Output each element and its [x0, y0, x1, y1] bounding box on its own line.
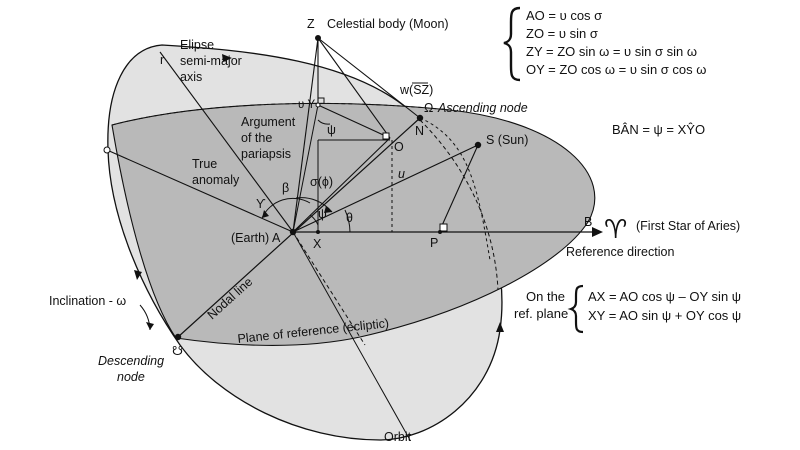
theta-arc [344, 209, 351, 233]
plane-back-edge [111, 102, 451, 126]
dashed-n-curve [419, 117, 491, 261]
point-x [316, 230, 320, 234]
brace-top [503, 6, 521, 82]
reference-arrow [592, 227, 603, 237]
brace-bottom [567, 284, 584, 334]
line-a-z [292, 37, 319, 233]
beta-arrow [262, 210, 269, 218]
line-y-o [317, 104, 391, 139]
label-z: Z [307, 17, 315, 31]
label-psi-lower: ψ [318, 207, 327, 221]
label-psi-upper: ψ [327, 123, 336, 137]
reference-plane [111, 102, 596, 346]
point-s [474, 141, 482, 149]
label-ascending-symbol: Ω [424, 101, 433, 115]
point-true-anomaly [103, 146, 111, 154]
inclination-arrow [146, 322, 154, 330]
equation-heading-2: ref. plane [514, 306, 568, 321]
label-true-1: True [192, 157, 217, 171]
equation-top-2: ZO = υ sin σ [526, 26, 598, 41]
point-n [416, 114, 424, 122]
point-a [289, 228, 297, 236]
label-o: O [394, 140, 404, 154]
label-r: r [160, 53, 164, 67]
label-inclination: Inclination - ω [49, 294, 126, 308]
orbit-arrow-top [222, 54, 232, 62]
equation-bottom-2: XY = AO sin ψ + OY cos ψ [588, 308, 741, 323]
label-s-sun: S (Sun) [486, 133, 528, 147]
label-descending-2: node [117, 370, 145, 384]
label-celestial-body: Celestial body (Moon) [327, 17, 449, 31]
psi-upper-arc [317, 119, 331, 125]
label-u: u [398, 167, 405, 181]
axis-dashed [292, 231, 366, 346]
label-argument-2: of the [241, 131, 272, 145]
point-descending [174, 333, 182, 341]
point-p [438, 230, 442, 234]
label-earth-a: (Earth) A [231, 231, 281, 245]
right-angle-y [318, 97, 325, 104]
equation-top-4: OY = ZO cos ω = υ sin σ cos ω [526, 62, 706, 77]
right-angle-p [439, 223, 448, 232]
label-n: N [415, 124, 424, 138]
label-orbit: Orbit [384, 430, 412, 444]
label-x: X [313, 237, 322, 251]
equation-heading-1: On the [526, 289, 565, 304]
equation-top-1: AO = υ cos σ [526, 8, 602, 23]
label-w-sz: w(SZ) [399, 83, 433, 97]
line-z-o [317, 37, 391, 139]
label-descending-1: Descending [98, 354, 164, 368]
axis-extension [292, 231, 411, 441]
line-s-p [439, 144, 479, 231]
equation-top-3: ZY = ZO sin ω = υ sin σ sin ω [526, 44, 697, 59]
aries-icon: ♈ [604, 214, 627, 244]
label-ellipse-1: Elipse [180, 38, 214, 52]
label-beta: β [282, 181, 289, 195]
label-argument-3: pariapsis [241, 147, 291, 161]
label-reference-direction: Reference direction [566, 245, 674, 259]
label-b: B [584, 215, 592, 229]
label-aries-small: ϒ [256, 197, 266, 211]
line-a-y [292, 104, 319, 233]
point-y [315, 102, 321, 108]
label-argument-1: Argument [241, 115, 296, 129]
label-upsilon-y: υ Y [298, 99, 315, 111]
label-ascending-node: Ascending node [437, 101, 528, 115]
line-a-s [292, 144, 479, 233]
label-ellipse-3: axis [180, 70, 202, 84]
sigma-arrow [324, 206, 332, 213]
point-z [315, 35, 321, 41]
semi-major-axis-line [159, 51, 294, 233]
line-z-n [317, 37, 421, 119]
orbit-arrow-right [496, 322, 504, 332]
true-anomaly-line [106, 149, 294, 233]
psi-lower-arc [309, 214, 319, 226]
nodal-line [177, 117, 421, 338]
right-angle-o [382, 132, 390, 140]
label-theta: θ [346, 211, 353, 225]
label-p: P [430, 236, 438, 250]
equation-bottom-1: AX = AO cos ψ – OY sin ψ [588, 289, 741, 304]
label-ellipse-2: semi-major [180, 54, 242, 68]
label-sigma-phi: σ(ϕ) [310, 175, 333, 189]
line-a-o [292, 137, 391, 233]
label-true-2: anomaly [192, 173, 240, 187]
sigma-arc [295, 197, 333, 213]
descending-node-icon: ☋ [172, 344, 183, 358]
label-first-star: (First Star of Aries) [636, 219, 740, 233]
orbit-arrow-left [134, 270, 142, 280]
orbit-hidden-arc [419, 119, 499, 291]
label-ban-equation: BÂN = ψ = XŶO [612, 122, 705, 137]
